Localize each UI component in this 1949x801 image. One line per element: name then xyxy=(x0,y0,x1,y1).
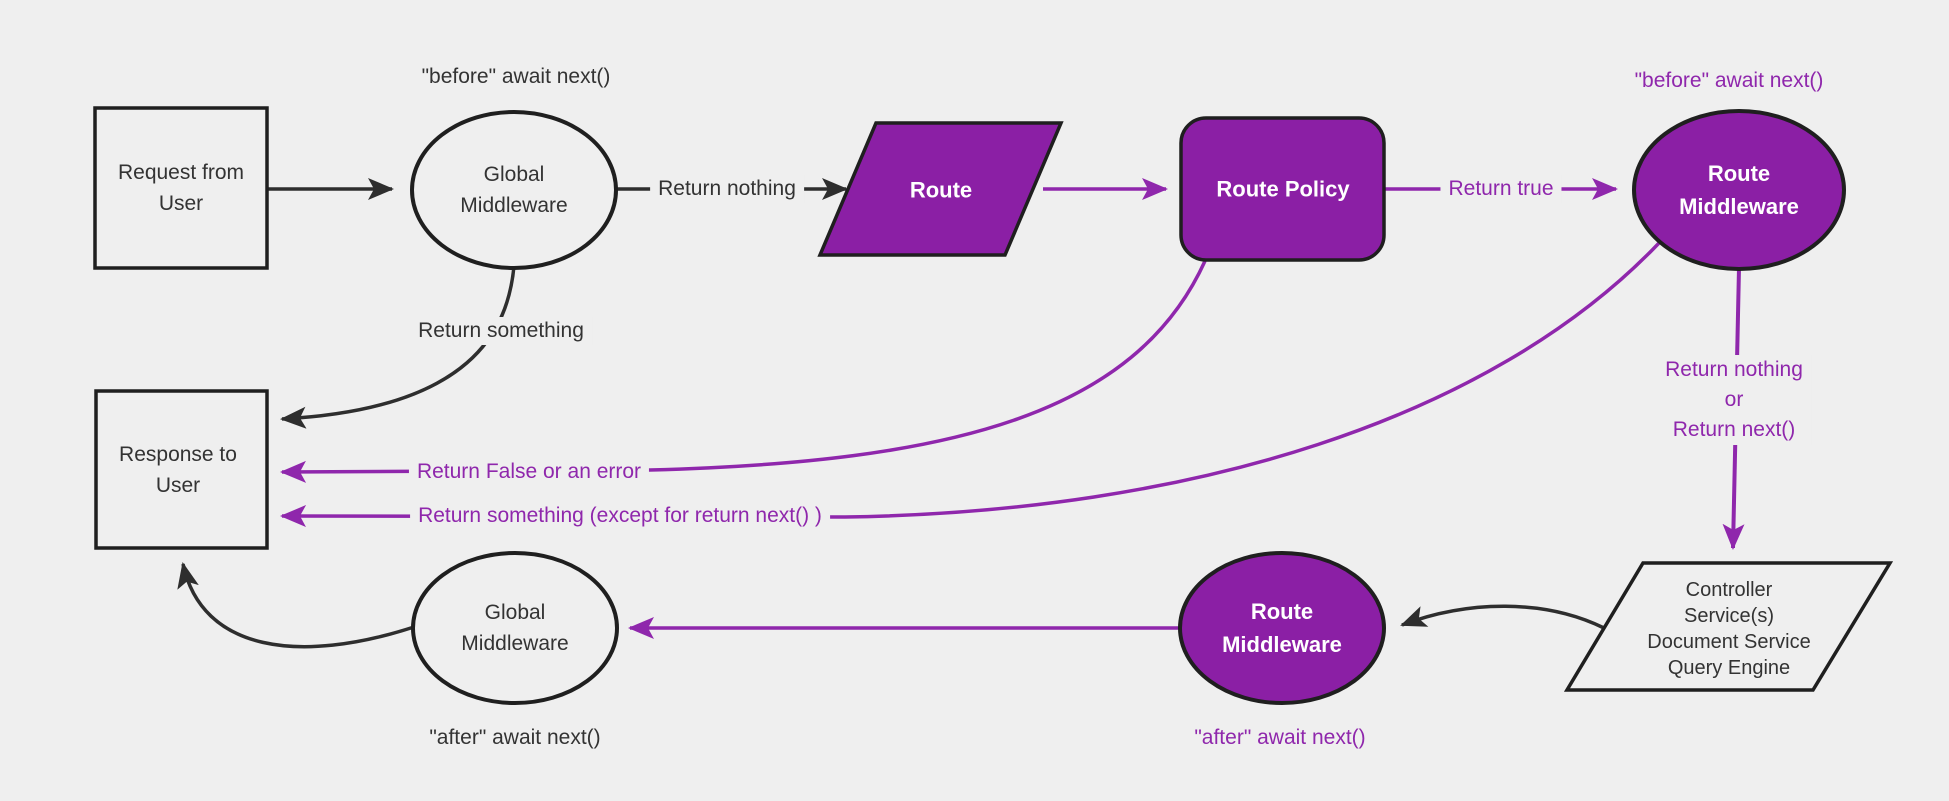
global-middleware-bottom-node xyxy=(411,551,619,705)
return-something-label: Return something xyxy=(410,317,592,345)
request-from-user-label: Request from User xyxy=(117,161,245,215)
return-nothing-or-next-label: Return nothing or Return next() xyxy=(1657,355,1811,445)
controller-services-label: Controller Service(s) Document Service Q… xyxy=(1647,579,1811,679)
edge-controller-to-route-middleware-bottom xyxy=(1400,604,1605,630)
global-middleware-bottom-label: Global Middleware xyxy=(461,601,569,655)
return-false-or-error-label: Return False or an error xyxy=(408,458,650,486)
request-from-user-node xyxy=(93,106,269,270)
return-something-except-label: Return something (except for return next… xyxy=(410,502,830,530)
route-middleware-bottom-node xyxy=(1178,551,1386,705)
edge-route-middleware-return-something-except xyxy=(280,241,1661,528)
route-middleware-bottom-label: Route Middleware xyxy=(1222,599,1342,657)
route-policy-label: Route Policy xyxy=(1216,176,1350,202)
after-await-next-black-label: "after" await next() xyxy=(429,726,601,749)
edge-global-bottom-to-response xyxy=(177,562,415,649)
route-middleware-top-node xyxy=(1632,109,1846,271)
route-policy-node xyxy=(1179,116,1386,262)
route-label: Route xyxy=(909,177,973,203)
after-await-next-purple-label: "after" await next() xyxy=(1194,726,1366,749)
controller-services-node xyxy=(1563,561,1894,692)
edge-route-policy-return-false xyxy=(280,260,1207,483)
edge-global-top-return-something xyxy=(280,265,516,429)
global-middleware-top-node xyxy=(410,110,618,270)
return-true-label: Return true xyxy=(1440,175,1562,203)
global-middleware-top-label: Global Middleware xyxy=(460,163,568,217)
return-nothing-label: Return nothing xyxy=(650,175,804,203)
route-node xyxy=(817,121,1064,257)
response-to-user-node xyxy=(94,389,269,550)
response-to-user-label: Response to User xyxy=(119,443,237,497)
before-await-next-black-label: "before" await next() xyxy=(421,65,611,88)
route-middleware-top-label: Route Middleware xyxy=(1679,161,1799,219)
before-await-next-purple-label: "before" await next() xyxy=(1634,69,1824,92)
